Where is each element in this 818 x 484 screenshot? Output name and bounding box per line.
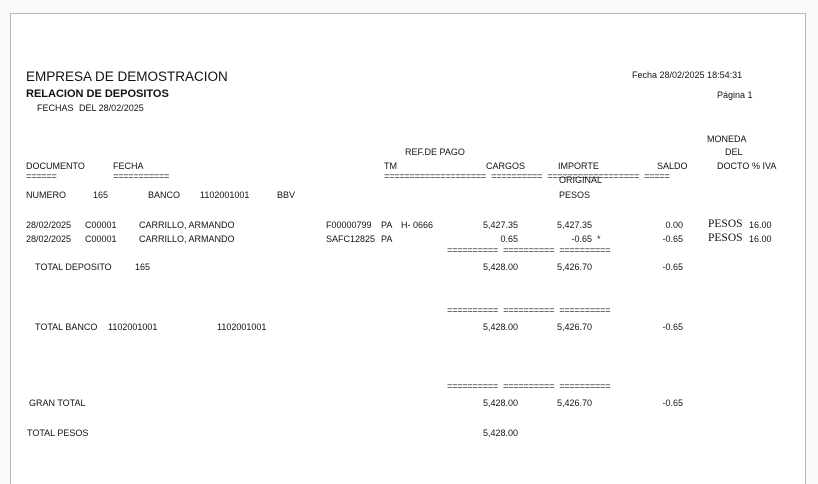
col-tm: TM [384,161,397,171]
gran-total-saldo: -0.65 [662,398,683,408]
col-documento: DOCUMENTO [26,161,85,171]
row-tm: PA [381,220,393,230]
underline-fecha: =========== [113,172,170,182]
col-iva: % IVA [752,161,777,171]
row-fecha: 28/02/2025 [26,220,72,230]
total-deposito-line: ========== ========== ========== [447,246,611,256]
row-cargos: 0.65 [500,234,518,244]
gran-total-label: GRAN TOTAL [29,398,86,408]
total-banco-label: TOTAL BANCO [35,322,98,332]
page-number: Página 1 [717,90,753,100]
row-nombre: CARRILLO, ARMANDO [139,234,235,244]
row-saldo: -0.65 [662,234,683,244]
col-cargos: CARGOS [486,161,526,171]
banco-value: BBV [277,190,296,200]
row-ref: SAFC12825 [326,234,376,244]
total-banco-line: ========== ========== ========== [447,306,611,316]
row-ref: F00000799 [326,220,372,230]
total-banco-importe: 5,426.70 [556,322,592,332]
total-deposito-numero: 165 [135,262,151,272]
report-page [10,13,806,484]
total-deposito-saldo: -0.65 [662,262,683,272]
print-date: Fecha 28/02/2025 18:54:31 [632,70,743,80]
col-moneda-2: DEL [725,147,743,157]
row-tm: PA [381,234,393,244]
fechas-value: DEL 28/02/2025 [79,103,144,113]
gran-total-cargos: 5,428.00 [482,398,518,408]
total-pesos-cargos: 5,428.00 [482,428,518,438]
gran-total-importe: 5,426.70 [556,398,592,408]
total-deposito-cargos: 5,428.00 [482,262,518,272]
fechas-label: FECHAS [37,103,74,113]
banco-label: BANCO [148,190,181,200]
total-banco-cargos: 5,428.00 [482,322,518,332]
pesos-label: PESOS [559,190,591,200]
row-cliente: C00001 [85,234,117,244]
col-fecha: FECHA [113,161,144,171]
company-name: EMPRESA DE DEMOSTRACION [26,69,228,84]
underline-documento: ====== [26,172,57,182]
row-nombre: CARRILLO, ARMANDO [139,220,235,230]
total-banco-saldo: -0.65 [662,322,683,332]
row-ref2: H- 0666 [401,220,434,230]
underline-right: ==================== ========== ========… [384,172,670,182]
col-moneda-3: DOCTO [717,161,750,171]
row-flag: * [597,234,601,244]
gran-total-line: ========== ========== ========== [447,382,611,392]
row-importe: 5,427.35 [556,220,592,230]
col-ref-pago: REF.DE PAGO [405,147,465,157]
col-saldo: SALDO [657,161,688,171]
row-iva: 16.00 [749,220,772,230]
cuenta-value: 1102001001 [200,190,250,200]
row-cliente: C00001 [85,220,117,230]
row-iva: 16.00 [749,234,772,244]
total-banco-cuenta-2: 1102001001 [217,322,267,332]
numero-value: 165 [93,190,109,200]
row-importe: -0.65 [571,234,592,244]
col-importe: IMPORTE [558,161,599,171]
row-moneda: PESOS [708,218,743,230]
numero-label: NUMERO [26,190,66,200]
total-pesos-label: TOTAL PESOS [27,428,89,438]
col-original: ORIGINAL [559,175,603,185]
report-title: RELACION DE DEPOSITOS [26,88,169,100]
total-banco-cuenta-1: 1102001001 [108,322,158,332]
row-cargos: 5,427.35 [482,220,518,230]
total-deposito-importe: 5,426.70 [556,262,592,272]
total-deposito-label: TOTAL DEPOSITO [35,262,112,272]
col-moneda-1: MONEDA [707,134,747,144]
row-fecha: 28/02/2025 [26,234,72,244]
row-saldo: 0.00 [665,220,683,230]
row-moneda: PESOS [708,232,743,244]
